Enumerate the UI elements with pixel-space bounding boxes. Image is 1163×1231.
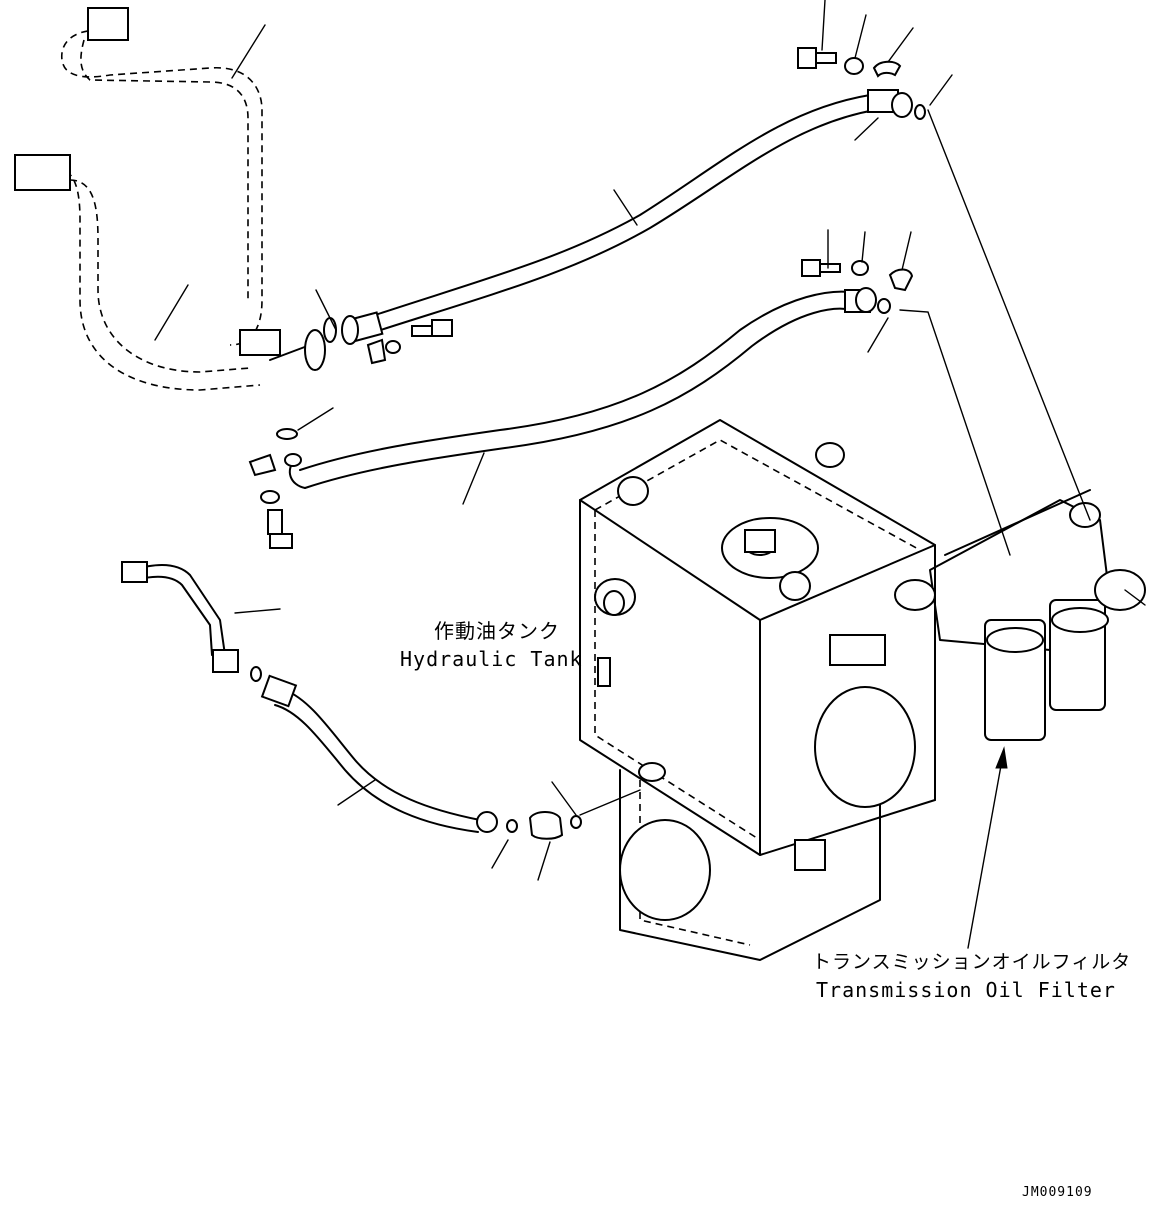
- middle-hose: [248, 259, 914, 549]
- hydraulic-tank-label-jp: 作動油タンク: [434, 619, 560, 643]
- upper-left-pipes: [14, 7, 326, 440]
- transmission-filter-label-jp: トランスミッションオイルフィルタ: [812, 951, 1132, 973]
- callout-lines: [154, 0, 953, 881]
- drawing-id: JM009109: [1022, 1185, 1093, 1200]
- transmission-filter-label-en: Transmission Oil Filter: [816, 978, 1116, 1002]
- leader-lines: [579, 109, 1091, 816]
- hydraulic-tank-label-en: Hydraulic Tank: [400, 647, 583, 671]
- lower-pipe-and-hose: [121, 561, 582, 840]
- filter-arrow: [967, 746, 1008, 949]
- hydraulic-tank: [579, 419, 936, 961]
- transmission-filter-assembly: [894, 489, 1146, 741]
- upper-hose: [323, 47, 926, 365]
